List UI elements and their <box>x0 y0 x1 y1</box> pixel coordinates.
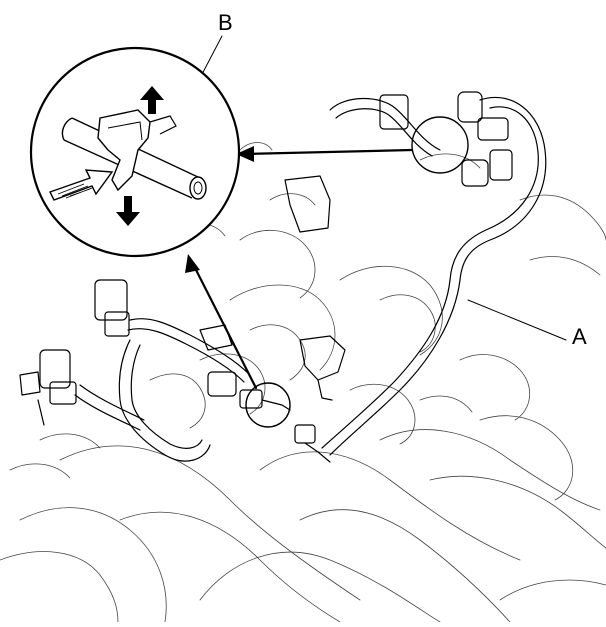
fuel-hose <box>74 96 547 462</box>
arrow-up-icon <box>140 86 164 114</box>
detail-circle-lower <box>245 382 291 428</box>
engine-background-lines <box>0 142 606 623</box>
magnified-detail <box>29 46 241 258</box>
leader-arrows <box>190 148 414 390</box>
connectors <box>19 91 513 463</box>
arrow-head-lower <box>185 254 200 273</box>
callout-label-b: B <box>218 10 233 35</box>
push-arrow-icon <box>49 169 114 201</box>
callout-label-a: A <box>572 324 587 349</box>
arrow-head-upper <box>236 146 254 162</box>
callout-line-a <box>467 299 567 341</box>
detail-circle-upper <box>411 116 469 174</box>
arrow-down-icon <box>116 196 140 226</box>
